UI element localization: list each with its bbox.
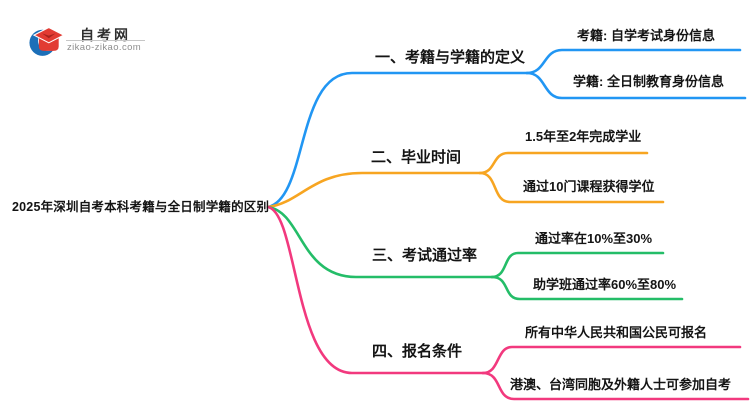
branch-definitions-lines <box>266 48 747 209</box>
mindmap-root-node[interactable]: 2025年深圳自考本科考籍与全日制学籍的区别 <box>12 200 270 214</box>
branch-node-definitions[interactable]: 一、考籍与学籍的定义 <box>375 49 526 66</box>
branch-pass-rate-lines <box>266 205 684 301</box>
branch-node-graduation-time[interactable]: 二、毕业时间 <box>371 149 462 166</box>
leaf-node-citizens-eligible[interactable]: 所有中华人民共和国公民可报名 <box>525 325 708 340</box>
leaf-node-study-duration[interactable]: 1.5年至2年完成学业 <box>525 129 642 144</box>
leaf-node-courses-degree[interactable]: 通过10门课程获得学位 <box>523 179 655 194</box>
leaf-node-pass-rate-range[interactable]: 通过率在10%至30% <box>535 231 653 246</box>
leaf-node-class-pass-rate[interactable]: 助学班通过率60%至80% <box>533 277 677 292</box>
logo-divider <box>66 40 145 41</box>
branch-registration-lines <box>266 205 750 401</box>
logo-domain-url: zikao-zikao.com <box>67 42 142 53</box>
logo-title: 自考网 <box>80 27 131 43</box>
leaf-node-kaoji-definition[interactable]: 考籍: 自学考试身份信息 <box>577 28 715 43</box>
site-logo: 自考网 zikao-zikao.com <box>29 21 159 63</box>
branch-graduation-time-lines <box>266 151 665 209</box>
graduation-cap-icon <box>29 26 65 56</box>
branch-node-registration[interactable]: 四、报名条件 <box>372 343 463 360</box>
leaf-node-overseas-eligible[interactable]: 港澳、台湾同胞及外籍人士可参加自考 <box>510 377 732 392</box>
branch-node-pass-rate[interactable]: 三、考试通过率 <box>372 247 478 264</box>
leaf-node-xueji-definition[interactable]: 学籍: 全日制教育身份信息 <box>573 74 724 89</box>
